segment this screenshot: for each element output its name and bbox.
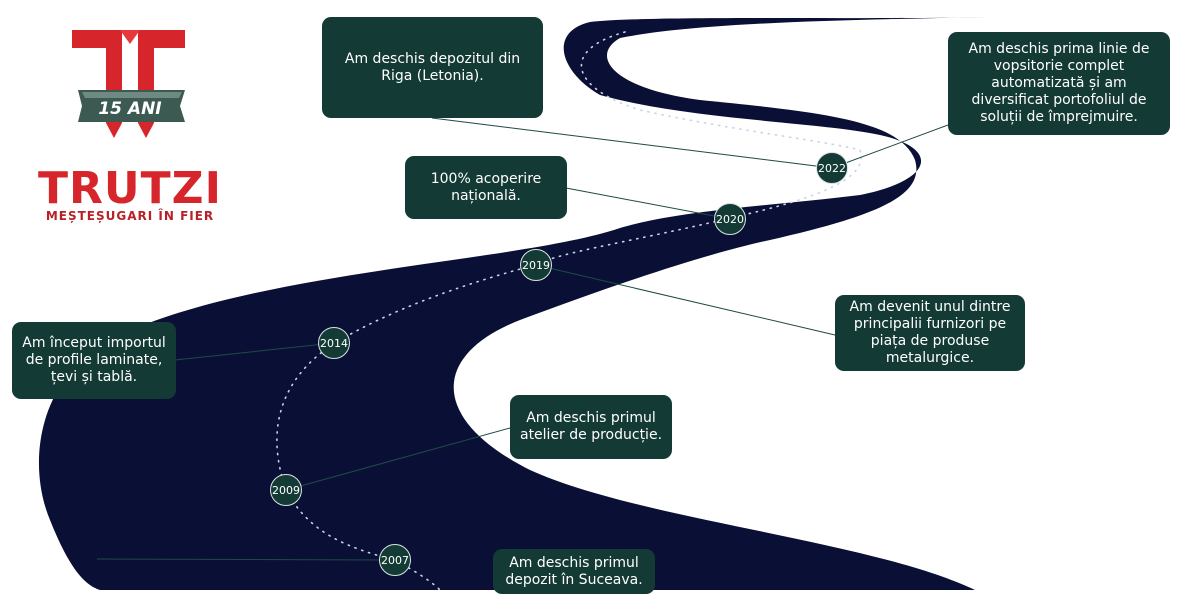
connector-2019 xyxy=(535,264,836,336)
connector-2007 xyxy=(96,558,396,561)
callout-2022-b: Am deschis depozitul din Riga (Letonia). xyxy=(322,17,543,118)
logo-tagline: MEȘTEȘUGARI ÎN FIER xyxy=(45,209,215,223)
callout-2009: Am deschis primul atelier de producție. xyxy=(510,395,672,459)
callout-2019: Am devenit unul dintre principalii furni… xyxy=(835,295,1025,371)
road-center-line xyxy=(276,31,863,591)
logo-brand: TRUTZI xyxy=(38,163,222,214)
year-marker-2022: 2022 xyxy=(816,152,848,184)
connector-2022-b xyxy=(431,117,833,169)
year-marker-2007: 2007 xyxy=(379,544,411,576)
connector-2014 xyxy=(174,342,335,361)
year-marker-2019: 2019 xyxy=(520,249,552,281)
callout-2007: Am deschis primul depozit în Suceava. xyxy=(493,549,655,594)
connector-2022-a xyxy=(831,124,949,169)
year-marker-2020: 2020 xyxy=(714,203,746,235)
logo-anniversary: 15 ANI xyxy=(98,99,161,119)
callout-2020: 100% acoperire națională. xyxy=(405,156,567,219)
logo-emblem-icon: 15 ANI xyxy=(72,30,185,138)
year-marker-2009: 2009 xyxy=(270,474,302,506)
connector-2009 xyxy=(285,427,511,491)
company-logo: 15 ANI TRUTZI MEȘTEȘUGARI ÎN FIER xyxy=(30,28,230,228)
year-marker-2014: 2014 xyxy=(318,327,350,359)
callout-2014: Am început importul de profile laminate,… xyxy=(12,322,176,399)
callout-2022-a: Am deschis prima linie de vopsitorie com… xyxy=(948,32,1170,135)
connector-2020 xyxy=(565,187,731,220)
